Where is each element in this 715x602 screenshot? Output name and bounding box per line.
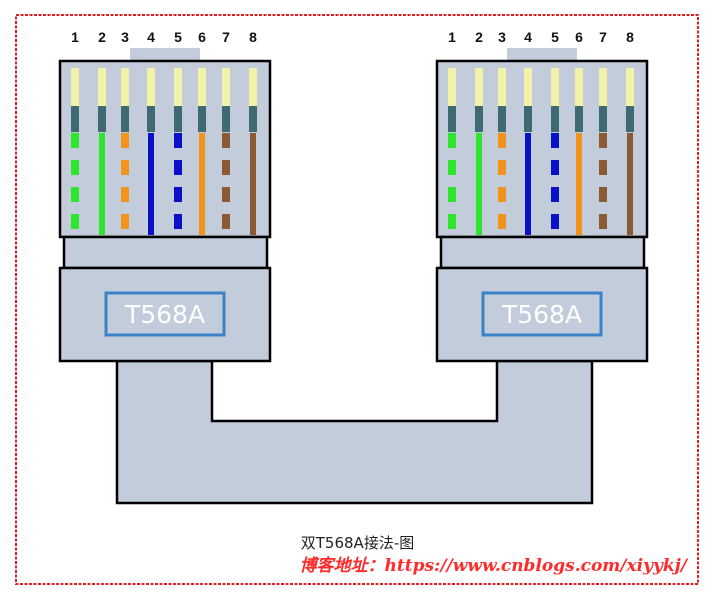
pin-number-5: 5 bbox=[551, 29, 559, 45]
contact-mid-2 bbox=[98, 106, 106, 132]
pin-number-2: 2 bbox=[475, 29, 483, 45]
contact-tip-2 bbox=[98, 68, 106, 106]
latch-tab bbox=[507, 48, 577, 61]
contact-tip-3 bbox=[498, 68, 506, 106]
contact-tip-7 bbox=[599, 68, 607, 106]
contact-mid-1 bbox=[71, 106, 79, 132]
contact-mid-3 bbox=[498, 106, 506, 132]
contact-mid-4 bbox=[147, 106, 155, 132]
contact-tip-1 bbox=[448, 68, 456, 106]
standard-label: T568A bbox=[124, 300, 205, 329]
pin-number-4: 4 bbox=[524, 29, 532, 45]
pin-number-7: 7 bbox=[222, 29, 230, 45]
cable bbox=[115, 359, 594, 505]
plug-head bbox=[58, 59, 272, 239]
latch-tab bbox=[130, 48, 200, 61]
contact-mid-5 bbox=[551, 106, 559, 132]
contact-mid-5 bbox=[174, 106, 182, 132]
diagram-caption: 双T568A接法-图 bbox=[300, 534, 415, 552]
contact-mid-2 bbox=[475, 106, 483, 132]
standard-label: T568A bbox=[501, 300, 582, 329]
contact-mid-4 bbox=[524, 106, 532, 132]
plug-neck bbox=[62, 235, 269, 270]
contact-tip-7 bbox=[222, 68, 230, 106]
contact-tip-6 bbox=[575, 68, 583, 106]
contact-mid-7 bbox=[222, 106, 230, 132]
pin-number-1: 1 bbox=[448, 29, 456, 45]
contact-tip-1 bbox=[71, 68, 79, 106]
contact-tip-3 bbox=[121, 68, 129, 106]
contact-mid-6 bbox=[198, 106, 206, 132]
contact-tip-2 bbox=[475, 68, 483, 106]
contact-tip-6 bbox=[198, 68, 206, 106]
pin-number-6: 6 bbox=[575, 29, 583, 45]
pin-number-2: 2 bbox=[98, 29, 106, 45]
contact-tip-8 bbox=[249, 68, 257, 106]
pin-number-3: 3 bbox=[498, 29, 506, 45]
plug-neck bbox=[439, 235, 646, 270]
contact-tip-4 bbox=[524, 68, 532, 106]
pin-number-6: 6 bbox=[198, 29, 206, 45]
contact-mid-3 bbox=[121, 106, 129, 132]
plug-head bbox=[435, 59, 649, 239]
standard-label-box bbox=[104, 291, 226, 337]
contact-mid-1 bbox=[448, 106, 456, 132]
pin-number-5: 5 bbox=[174, 29, 182, 45]
contact-tip-5 bbox=[551, 68, 559, 106]
contact-mid-8 bbox=[249, 106, 257, 132]
pin-number-1: 1 bbox=[71, 29, 79, 45]
pin-number-7: 7 bbox=[599, 29, 607, 45]
contact-tip-5 bbox=[174, 68, 182, 106]
pin-number-8: 8 bbox=[626, 29, 634, 45]
contact-mid-6 bbox=[575, 106, 583, 132]
pin-number-3: 3 bbox=[121, 29, 129, 45]
contact-tip-8 bbox=[626, 68, 634, 106]
pin-number-8: 8 bbox=[249, 29, 257, 45]
contact-mid-7 bbox=[599, 106, 607, 132]
standard-label-box bbox=[481, 291, 603, 337]
pin-number-4: 4 bbox=[147, 29, 155, 45]
contact-tip-4 bbox=[147, 68, 155, 106]
blog-url-watermark: 博客地址：https://www.cnblogs.com/xiyykj/ bbox=[299, 556, 687, 576]
contact-mid-8 bbox=[626, 106, 634, 132]
